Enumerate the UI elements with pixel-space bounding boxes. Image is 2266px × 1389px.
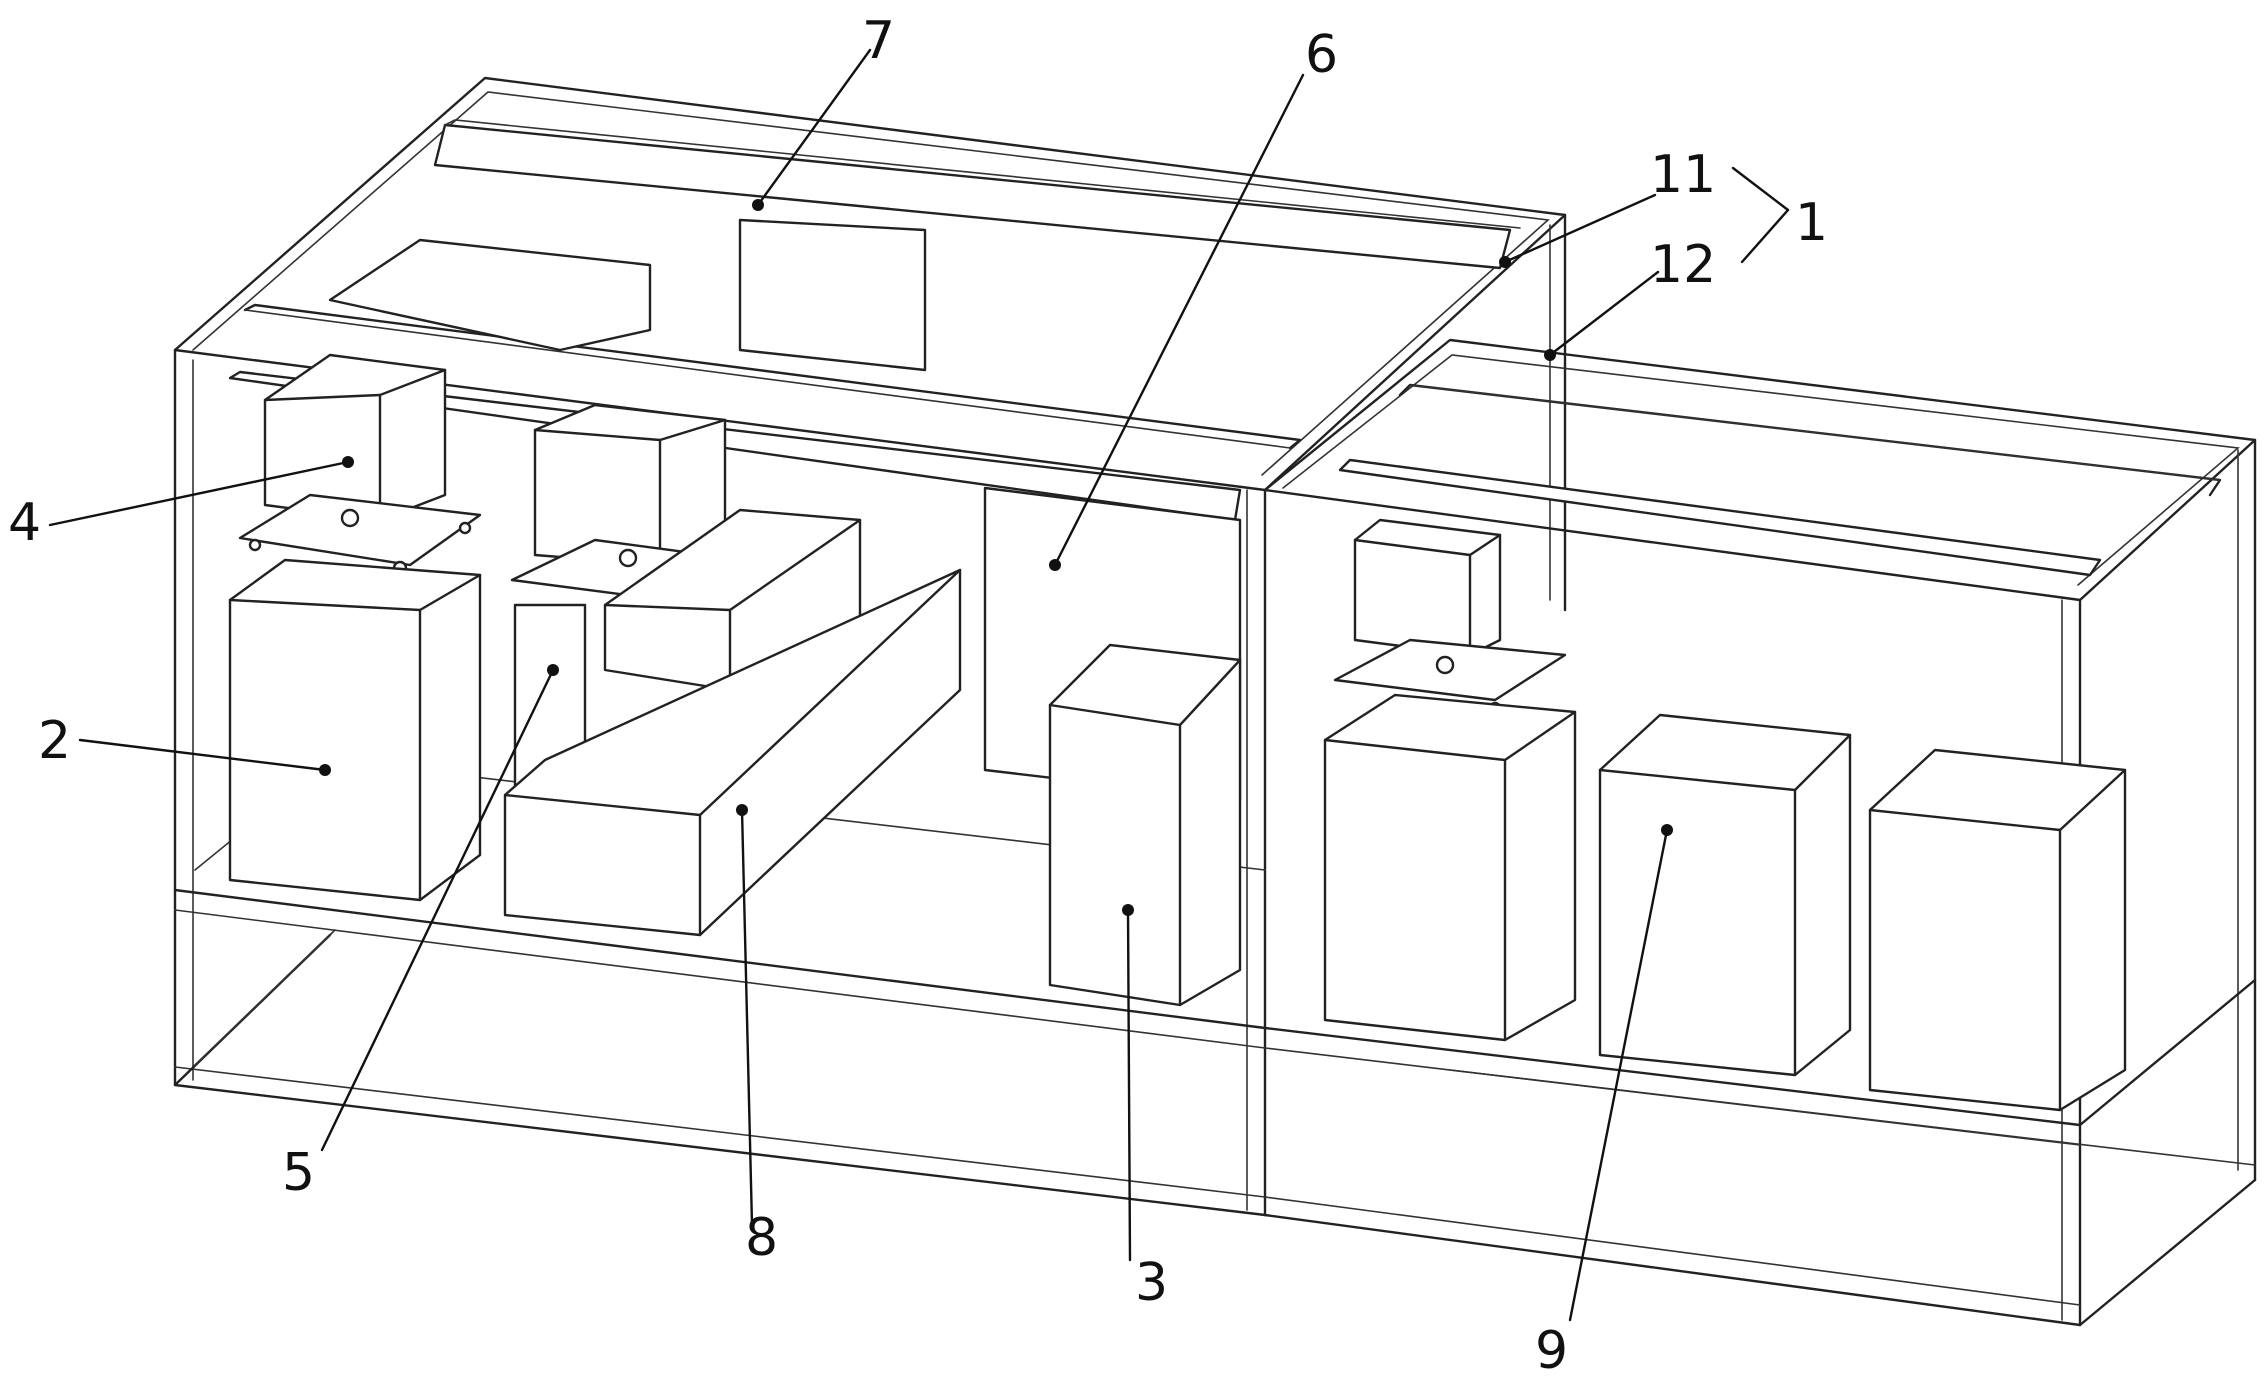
component-2: [228, 558, 482, 902]
right-box-c: [1868, 748, 2127, 1112]
component-9: [1598, 713, 1852, 1077]
callout-leaders: [48, 48, 1790, 1322]
component-4: [238, 353, 482, 576]
callout-7: 7: [862, 11, 895, 71]
callout-dots: [319, 199, 1673, 916]
callout-2: 2: [38, 711, 71, 771]
right-frame: [1263, 338, 2257, 1327]
callout-11: 11: [1650, 145, 1716, 205]
callout-1: 1: [1795, 193, 1828, 253]
callout-6: 6: [1305, 25, 1338, 85]
component-8: [503, 568, 962, 937]
right-upper-component: [1333, 518, 1567, 715]
right-box-a: [1323, 693, 1577, 1042]
component-3: [1048, 643, 1242, 1007]
callout-8: 8: [745, 1208, 778, 1268]
callout-9: 9: [1535, 1321, 1568, 1381]
callout-4: 4: [8, 493, 41, 553]
callout-12: 12: [1650, 235, 1716, 295]
callout-3: 3: [1135, 1253, 1168, 1313]
callout-5: 5: [282, 1143, 315, 1203]
